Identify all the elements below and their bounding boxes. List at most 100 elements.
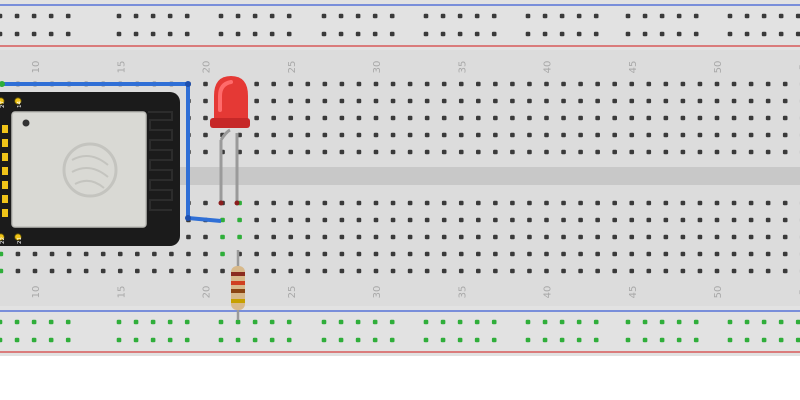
breadboard-hole <box>288 268 294 274</box>
breadboard-hole <box>373 234 379 240</box>
breadboard-hole <box>476 217 481 223</box>
breadboard-hole <box>782 98 788 104</box>
breadboard-hole <box>795 13 800 19</box>
breadboard-hole <box>373 251 379 257</box>
breadboard-hole <box>218 13 224 19</box>
breadboard-hole <box>407 234 413 240</box>
breadboard-hole <box>373 268 379 274</box>
breadboard-hole <box>795 31 800 37</box>
breadboard-hole <box>629 115 635 121</box>
esp32-side-pin <box>2 195 8 203</box>
breadboard-hole <box>339 234 345 240</box>
breadboard-hole <box>252 31 258 37</box>
breadboard-hole <box>646 115 652 121</box>
esp32-side-pin <box>2 139 8 147</box>
breadboard-hole <box>441 217 447 223</box>
breadboard-hole-connected <box>167 319 173 325</box>
breadboard-hole <box>646 98 652 104</box>
breadboard-hole <box>561 268 566 274</box>
breadboard-hole <box>561 98 566 104</box>
breadboard-hole <box>646 234 652 240</box>
breadboard-hole <box>748 149 754 155</box>
breadboard-hole <box>117 268 123 274</box>
resistor-band <box>231 272 245 276</box>
breadboard-hole <box>338 13 344 19</box>
breadboard-hole <box>458 149 464 155</box>
breadboard-hole <box>629 132 635 138</box>
breadboard-hole <box>441 115 447 121</box>
breadboard-hole-connected <box>525 337 531 343</box>
breadboard-hole <box>441 98 447 104</box>
breadboard-hole <box>305 81 311 87</box>
resistor <box>231 250 245 320</box>
breadboard-hole-connected <box>457 337 463 343</box>
breadboard-hole-connected <box>167 337 173 343</box>
breadboard-hole <box>527 200 532 206</box>
breadboard-hole <box>476 149 481 155</box>
breadboard-hole <box>476 251 481 257</box>
breadboard-hole <box>680 200 686 206</box>
column-number-top: 30 <box>372 61 383 74</box>
breadboard-hole-connected <box>321 319 327 325</box>
breadboard-hole <box>288 234 294 240</box>
breadboard-hole <box>493 200 498 206</box>
breadboard-hole <box>14 13 20 19</box>
breadboard-hole-connected <box>116 337 122 343</box>
breadboard-hole-connected <box>440 337 446 343</box>
breadboard-hole <box>203 81 208 87</box>
breadboard-hole-connected <box>184 319 190 325</box>
breadboard-hole <box>373 149 379 155</box>
breadboard-hole-connected <box>795 337 800 343</box>
breadboard-hole <box>203 115 208 121</box>
breadboard-hole <box>595 234 600 240</box>
center-channel <box>0 167 800 185</box>
breadboard-hole-connected <box>491 337 497 343</box>
breadboard-hole <box>744 13 750 19</box>
breadboard-hole <box>321 31 327 37</box>
breadboard-hole <box>186 234 191 240</box>
breadboard-hole-connected <box>642 337 648 343</box>
breadboard-hole <box>476 200 481 206</box>
breadboard-hole-connected <box>440 319 446 325</box>
breadboard-hole-connected <box>355 319 361 325</box>
breadboard-hole-connected <box>576 337 582 343</box>
column-number-bottom: 20 <box>202 286 213 299</box>
breadboard-hole-connected <box>150 337 156 343</box>
breadboard-hole <box>424 217 430 223</box>
breadboard-hole <box>321 13 327 19</box>
breadboard-hole-connected <box>48 337 54 343</box>
breadboard-hole <box>559 31 565 37</box>
breadboard-hole <box>167 13 173 19</box>
column-number-bottom: 10 <box>31 286 42 299</box>
breadboard-hole <box>697 115 703 121</box>
breadboard-hole <box>595 149 600 155</box>
esp32-side-pin <box>2 181 8 189</box>
breadboard-hole <box>322 200 328 206</box>
esp32-pin-top <box>0 97 5 105</box>
breadboard-hole-connected <box>0 251 4 257</box>
breadboard-hole <box>235 13 241 19</box>
breadboard-hole <box>527 132 532 138</box>
breadboard-hole <box>389 31 395 37</box>
breadboard-hole <box>476 234 481 240</box>
breadboard-hole <box>595 200 600 206</box>
breadboard-hole <box>356 200 362 206</box>
breadboard-hole <box>254 149 259 155</box>
breadboard-hole <box>48 31 54 37</box>
breadboard-hole <box>458 217 464 223</box>
breadboard-hole <box>595 132 600 138</box>
breadboard-hole <box>559 13 565 19</box>
breadboard-hole <box>322 132 328 138</box>
breadboard-hole-connected <box>338 319 344 325</box>
breadboard-hole <box>424 200 430 206</box>
breadboard-hole <box>659 13 665 19</box>
breadboard-hole <box>441 81 447 87</box>
breadboard-hole <box>731 217 737 223</box>
breadboard-hole <box>271 115 276 121</box>
breadboard-hole <box>271 132 276 138</box>
column-number-top: 50 <box>713 61 724 74</box>
breadboard-hole <box>458 115 464 121</box>
wire-end <box>0 81 5 87</box>
column-number-bottom: 25 <box>287 286 298 299</box>
breadboard-hole <box>731 234 737 240</box>
